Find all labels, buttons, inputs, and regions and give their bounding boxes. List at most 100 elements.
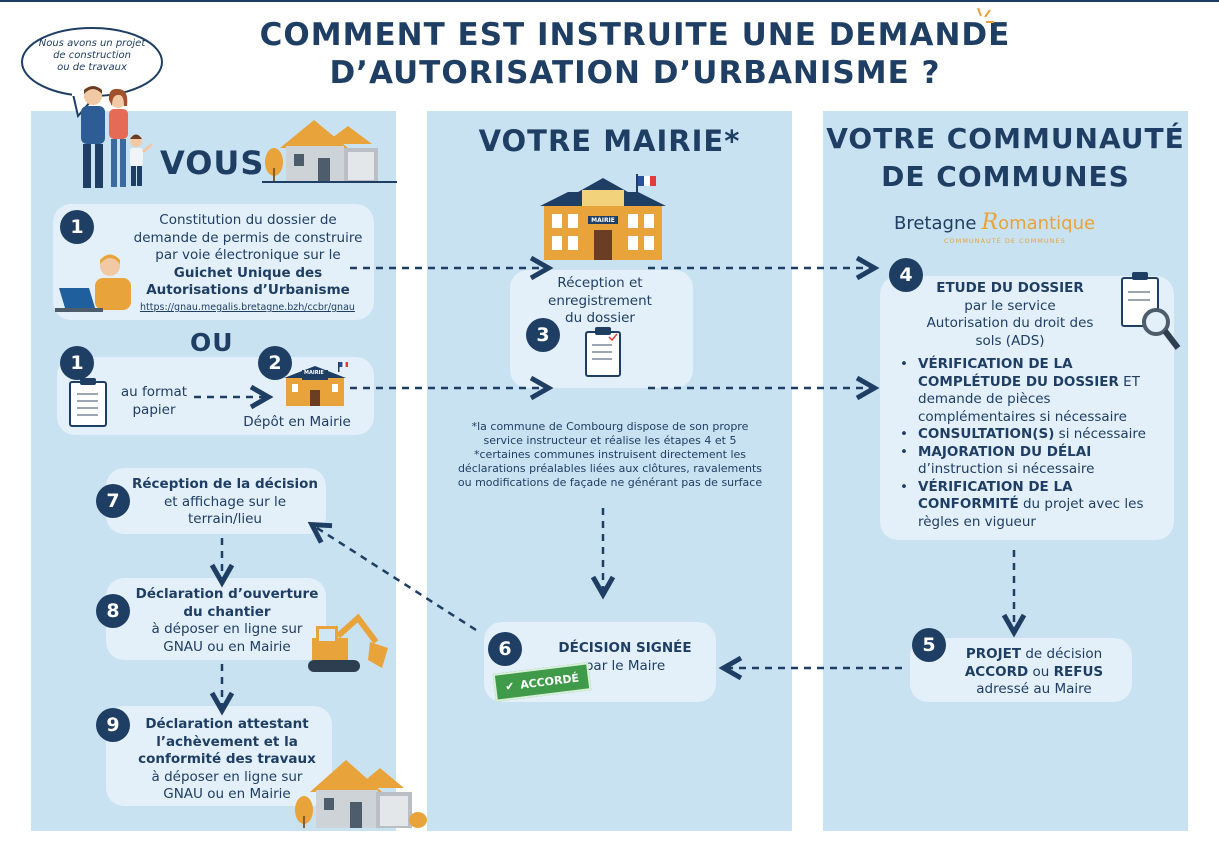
step3-line1: Réception et (557, 275, 643, 291)
step9-line5: GNAU ou en Mairie (163, 786, 291, 802)
step5-line1: PROJET de décision (944, 646, 1124, 664)
step4-bullet-3: MAJORATION DU DÉLAI d’instruction si néc… (896, 444, 1166, 479)
step1-line1: Constitution du dossier de (159, 212, 337, 228)
step1-line2: demande de permis de construire (133, 229, 363, 246)
mairie-small-illustration (284, 362, 348, 406)
step5-card (910, 638, 1132, 702)
bullet2-bold: CONSULTATION(S) (918, 426, 1055, 442)
step5-line3: adressé au Maire (976, 681, 1092, 697)
step3-line3: du dossier (565, 310, 635, 326)
step1b-badge: 1 (60, 346, 94, 380)
footnote-line5: ou modifications de façade ne générant p… (457, 476, 763, 489)
bullet1-bold: VÉRIFICATION DE LA COMPLÉTUDE DU DOSSIER (918, 356, 1119, 390)
step8-line4: GNAU ou en Mairie (163, 638, 291, 655)
column-title-vous: VOUS (160, 144, 265, 182)
footnote-line1: *la commune de Combourg dispose de son p… (471, 420, 749, 433)
step9-head1: Déclaration attestant (145, 716, 309, 732)
column-title-communaute: VOTRE COMMUNAUTÉ DE COMMUNES (823, 120, 1188, 196)
footnote-line3: *certaines communes instruisent directem… (474, 448, 746, 461)
house-illustration (262, 120, 397, 183)
step8-card (106, 578, 326, 660)
step9-text: Déclaration attestant l’achèvement et la… (132, 716, 322, 804)
step7-line3: terrain/lieu (188, 511, 262, 527)
step8-head1: Déclaration d’ouverture (135, 586, 319, 602)
step1-line4: Guichet Unique des (173, 264, 323, 281)
step4-badge: 4 (889, 258, 923, 292)
step6-line2: par le Maire (584, 657, 666, 674)
step1b-line1: au format (120, 384, 188, 400)
step4-line3: Autorisation du droit des (926, 315, 1094, 331)
step4-line2: par le service (964, 297, 1056, 314)
sparkle-icon (977, 7, 994, 23)
arrow-6-to-7 (314, 526, 477, 632)
step1b-text: au format papier (114, 384, 194, 419)
logo-sub: COMMUNAUTÉ DE COMMUNES (944, 237, 1066, 245)
logo-part2: omantique (998, 213, 1096, 234)
footnote-line4: déclarations préalables liées aux clôtur… (457, 462, 763, 475)
mairie-illustration (540, 174, 666, 260)
excavator-illustration (308, 613, 388, 672)
step4-bullet-4: VÉRIFICATION DE LA CONFORMITÉ du projet … (896, 479, 1166, 532)
step4-bullets: VÉRIFICATION DE LA COMPLÉTUDE DU DOSSIER… (896, 356, 1166, 531)
top-border (0, 0, 1219, 2)
step7-badge: 7 (96, 484, 130, 518)
bullet4-rest: du projet avec les règles en vigueur (918, 496, 1144, 530)
bullet3-rest: d’instruction si nécessaire (918, 461, 1095, 477)
paper-form-icon (69, 378, 107, 427)
step6-badge: 6 (488, 632, 522, 666)
step4-head: ETUDE DU DOSSIER (936, 280, 1084, 296)
house-bottom-illustration (295, 760, 427, 828)
step2-label: Dépôt en Mairie (243, 414, 351, 430)
step7-card (106, 468, 326, 534)
footnote-line2: service instructeur et réalise les étape… (483, 434, 737, 447)
step5-badge: 5 (912, 628, 946, 662)
bullet1-rest: ET demande de pièces complémentaires si … (918, 373, 1140, 425)
speech-bubble-text: Nous avons un projet de construction ou … (30, 38, 154, 74)
step7-text: Réception de la décision et affichage su… (130, 476, 320, 529)
step6-text: DÉCISION SIGNÉE par le Maire (540, 640, 710, 675)
page-title-line2: D’AUTORISATION D’URBANISME ? (329, 55, 941, 91)
logo-bretagne-romantique: Bretagne Romantique COMMUNAUTÉ DE COMMUN… (894, 210, 1130, 245)
step1-text: Constitution du dossier de demande de pe… (128, 212, 368, 300)
step9-card (106, 706, 332, 806)
person-laptop-illustration (55, 254, 131, 312)
step6-head: DÉCISION SIGNÉE (558, 640, 692, 656)
step5-text: PROJET de décision ACCORD ou REFUS adres… (944, 646, 1124, 699)
step4-bullet-2: CONSULTATION(S) si nécessaire (896, 426, 1166, 444)
step4-text: ETUDE DU DOSSIER par le service Autorisa… (910, 280, 1110, 350)
speech-line1: Nous avons un projet (38, 38, 146, 49)
step1b-line2: papier (132, 401, 176, 418)
page-title: COMMENT EST INSTRUITE UNE DEMANDE D’AUTO… (250, 16, 1020, 92)
cc-title-line2: DE COMMUNES (881, 160, 1130, 193)
step1-line5: Autorisations d’Urbanisme (146, 282, 350, 298)
step1-badge: 1 (60, 210, 94, 244)
step2-badge: 2 (258, 346, 292, 380)
step5-line2: ACCORD ou REFUS (944, 664, 1124, 682)
cc-title-line1: VOTRE COMMUNAUTÉ (826, 122, 1185, 155)
step1-line3: par voie électronique sur le (155, 247, 341, 263)
gnau-link[interactable]: https://gnau.megalis.bretagne.bzh/ccbr/g… (140, 302, 355, 313)
step3-badge: 3 (526, 318, 560, 352)
step5-decision: de décision (1021, 646, 1103, 662)
step4-bullet-1: VÉRIFICATION DE LA COMPLÉTUDE DU DOSSIER… (896, 356, 1166, 426)
mairie-small-sign: MAIRIE (304, 370, 324, 376)
step8-head2: du chantier (183, 603, 271, 620)
step5-accord: ACCORD (964, 663, 1029, 680)
step9-head3: conformité des travaux (138, 751, 316, 767)
footnote: *la commune de Combourg dispose de son p… (430, 420, 790, 490)
step5-projet: PROJET (965, 646, 1022, 662)
page-title-line1: COMMENT EST INSTRUITE UNE DEMANDE (259, 17, 1011, 53)
step3-line2: enregistrement (548, 292, 652, 309)
ou-separator: OU (190, 328, 234, 357)
step9-badge: 9 (96, 708, 130, 742)
clipboard-icon (585, 327, 621, 377)
bullet3-bold: MAJORATION DU DÉLAI (918, 443, 1092, 460)
step9-line4: à déposer en ligne sur (151, 768, 303, 785)
step4-line4: sols (ADS) (975, 332, 1045, 349)
magnifier-clipboard-icon (1121, 272, 1181, 350)
family-illustration (81, 86, 153, 188)
step8-text: Déclaration d’ouverture du chantier à dé… (132, 586, 322, 656)
step7-line2: et affichage sur le (163, 493, 287, 510)
step7-head: Réception de la décision (132, 476, 318, 492)
